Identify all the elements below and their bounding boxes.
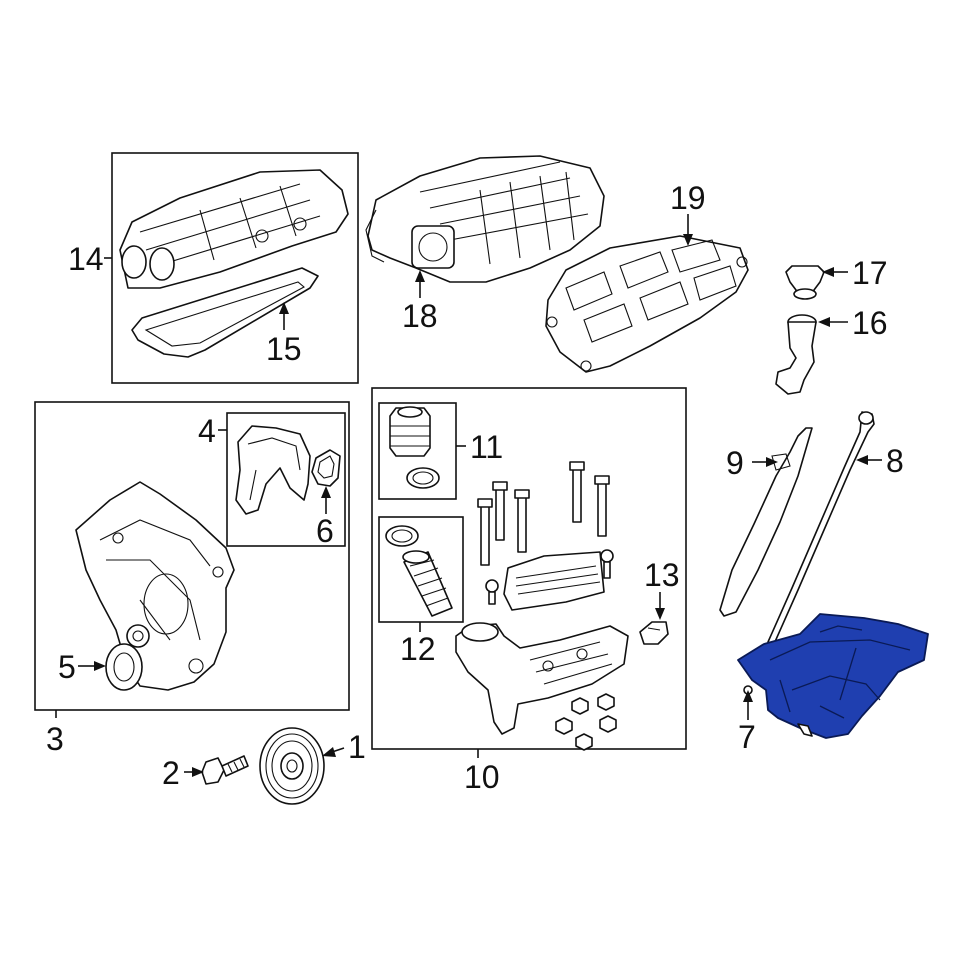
oil-filter-housing-group-box — [371, 387, 687, 750]
pulley-bolt[interactable] — [201, 755, 249, 785]
oil-dipstick[interactable] — [767, 411, 875, 645]
leader-lines — [55, 214, 882, 777]
filter-element-subgroup-box — [378, 516, 464, 623]
filter-cap-subgroup-box — [378, 402, 457, 500]
valve-cover-group-box — [111, 152, 359, 384]
callout-4: 4 — [198, 413, 216, 449]
callout-2: 2 — [162, 755, 180, 791]
crankshaft-front-seal[interactable] — [105, 643, 143, 691]
callout-1: 1 — [348, 729, 366, 765]
lower-intake-manifold[interactable] — [545, 235, 749, 373]
callout-17: 17 — [852, 255, 888, 291]
timing-cover-seal[interactable] — [311, 449, 341, 487]
oil-filler-tube[interactable] — [775, 314, 817, 395]
callout-10: 10 — [464, 759, 500, 795]
gasket-subgroup-box — [226, 412, 346, 547]
callout-7: 7 — [738, 719, 756, 755]
callout-19: 19 — [670, 180, 706, 216]
oil-filter-element[interactable] — [385, 525, 453, 617]
housing-bolts[interactable] — [477, 461, 614, 605]
callout-11: 11 — [470, 429, 503, 465]
timing-cover[interactable] — [75, 481, 235, 691]
valve-cover-gasket[interactable] — [131, 267, 319, 358]
timing-cover-gasket[interactable] — [235, 425, 311, 515]
callout-6: 6 — [316, 513, 334, 549]
callout-13: 13 — [644, 557, 680, 593]
oil-filler-cap[interactable] — [785, 265, 825, 300]
callout-8: 8 — [886, 443, 904, 479]
oil-filter-cap[interactable] — [389, 406, 440, 489]
dipstick-tube[interactable] — [719, 427, 813, 617]
callout-18: 18 — [402, 298, 438, 334]
callout-5: 5 — [58, 649, 76, 685]
callout-3: 3 — [46, 721, 64, 757]
housing-nuts[interactable] — [555, 693, 617, 751]
callout-labels: 14 15 18 19 17 16 9 8 7 4 6 5 3 2 1 11 1… — [46, 180, 904, 795]
oil-filter-housing[interactable] — [455, 551, 629, 735]
callout-16: 16 — [852, 305, 888, 341]
crankshaft-pulley[interactable] — [259, 727, 325, 805]
callout-9: 9 — [726, 445, 744, 481]
timing-cover-group-box — [34, 401, 350, 711]
callout-12: 12 — [400, 631, 436, 667]
callout-15: 15 — [266, 331, 302, 367]
valve-cover[interactable] — [119, 169, 349, 289]
oil-pan[interactable] — [737, 613, 929, 739]
callout-14: 14 — [68, 241, 104, 277]
oil-pressure-sensor[interactable] — [639, 621, 669, 645]
intake-manifold[interactable] — [365, 155, 605, 283]
